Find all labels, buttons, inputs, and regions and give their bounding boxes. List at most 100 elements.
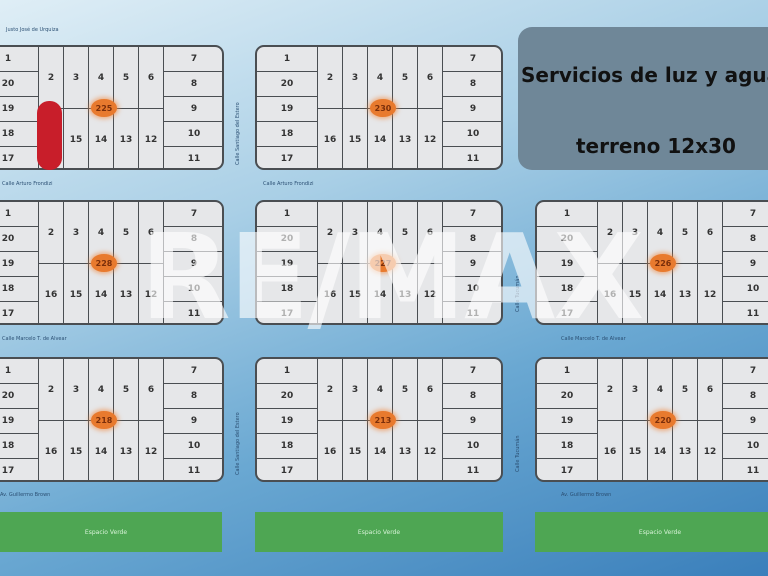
lot[interactable]: 8 [163, 383, 222, 409]
lot[interactable]: 20 [0, 226, 39, 252]
lot[interactable]: 5 [113, 359, 139, 421]
lot[interactable]: 3 [63, 359, 89, 421]
lot[interactable]: 11 [722, 458, 768, 480]
lot[interactable]: 13 [392, 108, 418, 168]
lot[interactable]: 14 [88, 263, 114, 323]
lot[interactable]: 16 [597, 420, 623, 480]
lot[interactable]: 15 [622, 420, 648, 480]
lot[interactable]: 18 [257, 433, 318, 459]
lot[interactable]: 8 [722, 226, 768, 252]
lot[interactable]: 6 [417, 47, 443, 109]
lot[interactable]: 8 [442, 383, 501, 409]
lot[interactable]: 5 [672, 359, 698, 421]
lot[interactable]: 20 [0, 71, 39, 97]
lot[interactable]: 6 [138, 359, 164, 421]
lot[interactable]: 18 [257, 121, 318, 147]
lot[interactable]: 18 [0, 121, 39, 147]
lot[interactable]: 12 [417, 420, 443, 480]
lot[interactable]: 13 [672, 420, 698, 480]
lot[interactable]: 7 [163, 359, 222, 384]
lot[interactable]: 2 [317, 359, 343, 421]
lot[interactable]: 3 [63, 47, 89, 109]
lot[interactable]: 19 [257, 96, 318, 122]
lot[interactable]: 12 [417, 108, 443, 168]
lot[interactable]: 3 [63, 202, 89, 264]
lot[interactable]: 17 [0, 458, 39, 480]
lot[interactable]: 14 [367, 420, 393, 480]
lot[interactable]: 12 [697, 420, 723, 480]
lot[interactable]: 9 [163, 408, 222, 434]
lot[interactable]: 9 [163, 96, 222, 122]
lot[interactable]: 19 [0, 96, 39, 122]
lot[interactable]: 12 [417, 263, 443, 323]
lot[interactable]: 19 [0, 408, 39, 434]
lot[interactable]: 8 [442, 71, 501, 97]
lot[interactable]: 10 [722, 276, 768, 302]
lot[interactable]: 5 [392, 359, 418, 421]
lot[interactable]: 5 [392, 47, 418, 109]
lot[interactable]: 16 [317, 108, 343, 168]
lot[interactable]: 17 [257, 458, 318, 480]
lot[interactable]: 20 [257, 71, 318, 97]
lot[interactable]: 13 [672, 263, 698, 323]
lot[interactable]: 10 [163, 433, 222, 459]
lot[interactable]: 1 [537, 359, 598, 384]
lot[interactable]: 9 [442, 96, 501, 122]
lot[interactable]: 5 [672, 202, 698, 264]
lot[interactable]: 13 [392, 420, 418, 480]
lot[interactable]: 16 [317, 420, 343, 480]
lot[interactable]: 5 [113, 202, 139, 264]
lot[interactable]: 7 [442, 359, 501, 384]
lot[interactable]: 11 [722, 301, 768, 323]
lot[interactable]: 19 [537, 408, 598, 434]
lot[interactable]: 14 [647, 420, 673, 480]
lot[interactable]: 3 [342, 359, 368, 421]
lot[interactable]: 17 [537, 458, 598, 480]
lot[interactable]: 16 [38, 420, 64, 480]
lot[interactable]: 11 [442, 458, 501, 480]
lot[interactable]: 10 [163, 121, 222, 147]
lot[interactable]: 12 [697, 263, 723, 323]
lot[interactable]: 14 [88, 108, 114, 168]
lot[interactable]: 15 [342, 420, 368, 480]
lot[interactable]: 10 [442, 433, 501, 459]
lot[interactable]: 1 [0, 202, 39, 227]
lot[interactable]: 14 [88, 420, 114, 480]
lot[interactable]: 13 [113, 263, 139, 323]
lot[interactable]: 7 [722, 359, 768, 384]
lot[interactable]: 10 [442, 121, 501, 147]
lot[interactable]: 15 [63, 420, 89, 480]
lot[interactable]: 2 [597, 359, 623, 421]
lot[interactable]: 2 [38, 202, 64, 264]
lot[interactable]: 20 [0, 383, 39, 409]
lot[interactable]: 13 [113, 420, 139, 480]
lot[interactable]: 11 [163, 146, 222, 168]
lot[interactable]: 18 [0, 276, 39, 302]
lot[interactable]: 19 [257, 408, 318, 434]
lot[interactable]: 2 [38, 47, 64, 109]
lot[interactable]: 13 [113, 108, 139, 168]
lot[interactable]: 15 [63, 263, 89, 323]
lot[interactable]: 14 [367, 108, 393, 168]
lot[interactable]: 15 [342, 108, 368, 168]
lot[interactable]: 10 [722, 433, 768, 459]
lot[interactable]: 17 [0, 301, 39, 323]
lot[interactable]: 3 [342, 47, 368, 109]
lot[interactable]: 9 [722, 408, 768, 434]
lot[interactable]: 15 [63, 108, 89, 168]
lot[interactable]: 1 [257, 359, 318, 384]
lot[interactable]: 9 [442, 408, 501, 434]
lot[interactable]: 12 [138, 263, 164, 323]
lot[interactable]: 3 [622, 359, 648, 421]
lot[interactable]: 2 [38, 359, 64, 421]
lot[interactable]: 11 [163, 458, 222, 480]
lot[interactable]: 8 [163, 71, 222, 97]
lot[interactable]: 6 [697, 359, 723, 421]
lot[interactable]: 7 [163, 47, 222, 72]
lot[interactable]: 6 [138, 47, 164, 109]
lot[interactable]: 11 [442, 146, 501, 168]
lot[interactable]: 18 [537, 433, 598, 459]
lot[interactable]: 1 [257, 47, 318, 72]
lot[interactable]: 1 [0, 47, 39, 72]
lot[interactable]: 2 [317, 47, 343, 109]
